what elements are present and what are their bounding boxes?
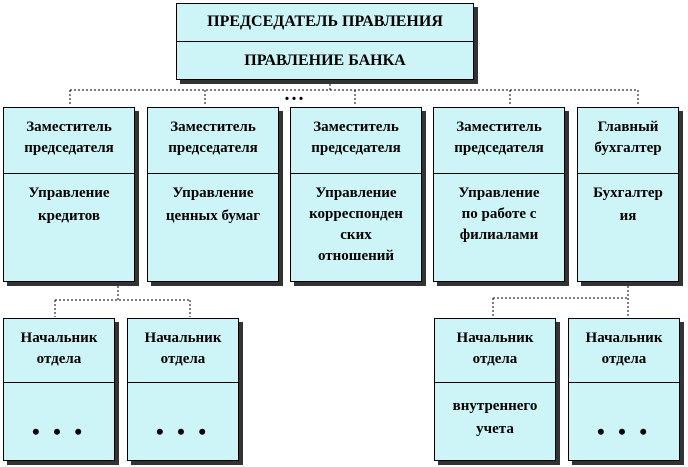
box-divider	[128, 382, 238, 383]
dept-line: Управление	[28, 185, 110, 201]
dept-line: по работе с	[461, 206, 537, 222]
box-divider	[177, 41, 473, 42]
box-divider	[4, 173, 134, 174]
more-deputies-ellipsis: ...	[284, 83, 306, 105]
role-line: Заместитель	[170, 119, 256, 135]
dept-line: кредитов	[37, 208, 101, 224]
box-divider	[148, 173, 278, 174]
head-line: Начальник	[456, 330, 534, 346]
box-divider	[434, 173, 564, 174]
role-line: председателя	[24, 140, 114, 156]
box-divider	[435, 382, 555, 383]
chairman-label: ПРЕДСЕДАТЕЛЬ ПРАВЛЕНИЯ	[207, 13, 443, 30]
box-divider	[569, 382, 679, 383]
chairman-board-box: ПРЕДСЕДАТЕЛЬ ПРАВЛЕНИЯ ПРАВЛЕНИЕ БАНКА	[176, 3, 474, 80]
dept-line: филиалами	[459, 227, 539, 243]
deputy-box-securities: Заместитель председателя Управление ценн…	[147, 107, 279, 282]
dept-line: Управление	[172, 185, 254, 201]
role-line: председателя	[168, 140, 258, 156]
box-divider	[4, 382, 114, 383]
dept-line: Управление	[315, 185, 397, 201]
ellipsis-dots: • • •	[155, 419, 211, 444]
ellipsis-dots: • • •	[31, 419, 87, 444]
head-line: отдела	[601, 351, 647, 367]
role-line: Главный	[597, 119, 659, 135]
box-divider	[291, 173, 421, 174]
head-line: отдела	[160, 351, 206, 367]
dept-line: ия	[619, 208, 637, 224]
dept-line: Бухгалтер	[593, 185, 663, 201]
box-divider	[578, 173, 678, 174]
board-label: ПРАВЛЕНИЕ БАНКА	[244, 52, 406, 69]
role-line: председателя	[311, 140, 401, 156]
chief-accountant-box: Главный бухгалтер Бухгалтер ия	[577, 107, 679, 282]
dept-line: Управление	[458, 185, 540, 201]
dept-line: корреспонден	[309, 206, 403, 222]
dept-line: ских	[340, 227, 372, 243]
body-line: внутреннего	[452, 398, 538, 414]
department-head-box: Начальник отдела • • •	[127, 318, 239, 461]
role-line: бухгалтер	[594, 140, 662, 156]
dept-line: ценных бумаг	[165, 208, 261, 224]
dept-line: отношений	[317, 248, 395, 264]
ellipsis-dots: • • •	[596, 419, 652, 444]
head-line: отдела	[36, 351, 82, 367]
department-head-box: Начальник отдела • • •	[3, 318, 115, 461]
deputy-box-correspondent: Заместитель председателя Управление корр…	[290, 107, 422, 282]
head-line: отдела	[472, 351, 518, 367]
body-line: учета	[476, 421, 514, 437]
head-line: Начальник	[585, 330, 663, 346]
role-line: Заместитель	[456, 119, 542, 135]
internal-accounting-head-box: Начальник отдела внутреннего учета	[434, 318, 556, 461]
head-line: Начальник	[20, 330, 98, 346]
deputy-box-credits: Заместитель председателя Управление кред…	[3, 107, 135, 282]
role-line: Заместитель	[313, 119, 399, 135]
role-line: Заместитель	[26, 119, 112, 135]
deputy-box-branches: Заместитель председателя Управление по р…	[433, 107, 565, 282]
role-line: председателя	[454, 140, 544, 156]
head-line: Начальник	[144, 330, 222, 346]
department-head-box: Начальник отдела • • •	[568, 318, 680, 461]
